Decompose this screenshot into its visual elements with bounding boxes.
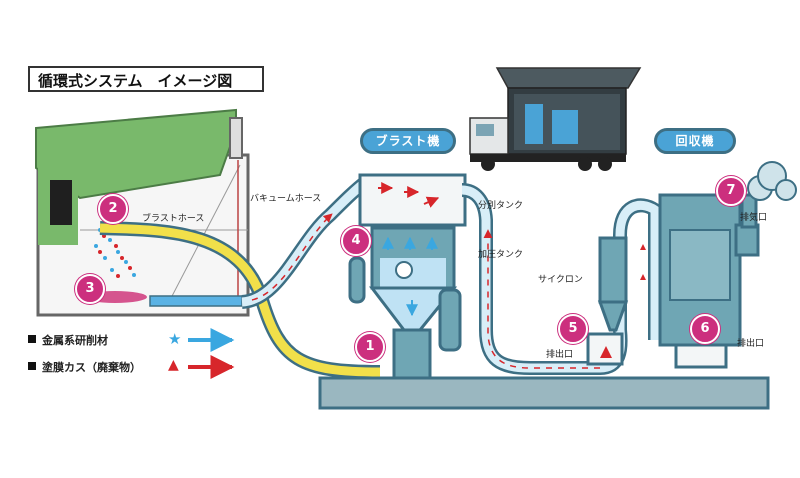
vacuum-hose-label: バキュームホース (250, 194, 322, 204)
step-badge-3: 3 (75, 274, 105, 304)
recovery-machine-tag: 回収機 (654, 128, 736, 154)
legend-abrasive-symbol: ★ (168, 330, 182, 348)
legend-abrasive-label: 金属系研削材 (42, 334, 108, 347)
recovery-machine (586, 193, 760, 369)
step-badge-4: 4 (341, 226, 371, 256)
step-badge-2: 2 (98, 194, 128, 224)
outlet-right-label: 排出口 (737, 339, 765, 349)
vacuum-hose (241, 176, 371, 307)
blast-hose-label: ブラストホース (142, 214, 205, 224)
legend-waste-symbol: ▲ (168, 357, 179, 373)
step-badge-5: 5 (558, 314, 588, 344)
exhaust-cloud (747, 161, 797, 201)
pressure-tank-label: 加圧タンク (478, 250, 524, 260)
blast-machine (348, 173, 467, 380)
legend-waste-label: 塗膜カス（廃棄物） (42, 361, 141, 374)
separation-tank-label: 分別タンク (478, 201, 524, 211)
cyclone-label: サイクロン (538, 275, 583, 285)
exhaust-label: 排気口 (740, 213, 768, 223)
page-title: 循環式システム イメージ図 (28, 66, 264, 92)
doorway (50, 180, 72, 225)
work-area (35, 108, 250, 317)
step-badge-7: 7 (716, 176, 746, 206)
blast-machine-tag: ブラスト機 (360, 128, 456, 154)
step-badge-1: 1 (355, 332, 385, 362)
outlet-left-label: 排出口 (546, 350, 574, 360)
legend-arrows (28, 328, 235, 379)
step-badge-6: 6 (690, 314, 720, 344)
truck-illustration (469, 67, 642, 171)
base-platform (318, 376, 770, 410)
